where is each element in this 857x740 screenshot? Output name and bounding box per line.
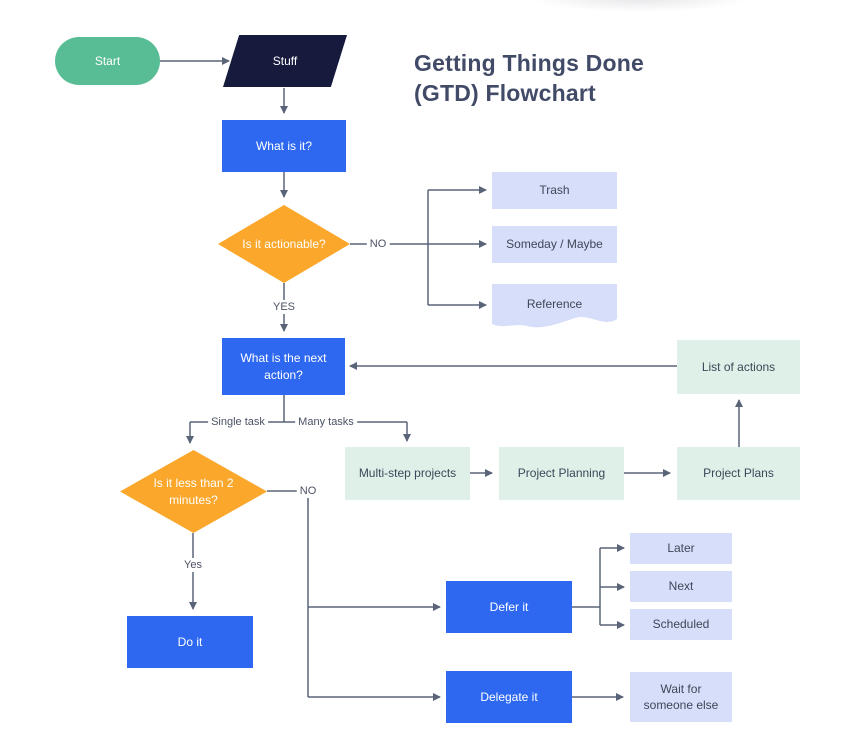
edge-label-yes-2min: Yes [181, 558, 205, 572]
node-defer-it[interactable]: Defer it [446, 581, 572, 633]
node-trash[interactable]: Trash [492, 172, 617, 209]
node-reference-label: Reference [526, 297, 583, 311]
node-project-planning[interactable]: Project Planning [499, 447, 624, 500]
node-what-next-action-label: What is the next action? [240, 351, 327, 382]
node-someday-maybe[interactable]: Someday / Maybe [492, 226, 617, 263]
node-wait-for-someone-else-label: Wait for someone else [643, 681, 719, 712]
edge-label-no-2min: NO [296, 484, 320, 498]
node-someday-maybe-label: Someday / Maybe [506, 237, 603, 252]
chart-title-line1: Getting Things Done [414, 50, 644, 76]
top-shadow-artifact [530, 0, 750, 12]
node-defer-it-label: Defer it [489, 599, 529, 614]
node-multi-step-projects[interactable]: Multi-step projects [345, 447, 470, 500]
node-stuff-label: Stuff [272, 53, 298, 68]
edge-label-yes-actionable: YES [269, 300, 299, 314]
node-project-planning-label: Project Planning [517, 466, 606, 481]
edge-label-single-task: Single task [208, 415, 268, 429]
node-is-it-actionable-label: Is it actionable? [242, 236, 326, 251]
node-trash-label: Trash [539, 183, 570, 198]
edge-label-no-actionable: NO [366, 237, 390, 251]
node-do-it[interactable]: Do it [127, 616, 253, 668]
node-later-label: Later [667, 541, 695, 556]
chart-title: Getting Things Done (GTD) Flowchart [414, 48, 644, 109]
node-do-it-label: Do it [177, 634, 203, 649]
node-reference[interactable]: Reference [492, 284, 617, 332]
node-scheduled-label: Scheduled [652, 617, 710, 632]
node-later[interactable]: Later [630, 533, 732, 564]
node-multi-step-projects-label: Multi-step projects [358, 466, 457, 481]
node-next[interactable]: Next [630, 571, 732, 602]
node-what-is-it[interactable]: What is it? [222, 120, 346, 172]
node-delegate-it-label: Delegate it [480, 689, 538, 704]
node-less-than-2-minutes-label: Is it less than 2 minutes? [153, 476, 234, 507]
chart-title-line2: (GTD) Flowchart [414, 80, 596, 107]
edge-label-many-tasks: Many tasks [295, 415, 357, 429]
node-start-label: Start [94, 53, 121, 68]
node-wait-for-someone-else[interactable]: Wait for someone else [630, 672, 732, 722]
node-project-plans[interactable]: Project Plans [677, 447, 800, 500]
node-list-of-actions-label: List of actions [701, 359, 776, 374]
node-list-of-actions[interactable]: List of actions [677, 340, 800, 394]
node-next-label: Next [668, 579, 694, 594]
node-stuff[interactable]: Stuff [223, 35, 347, 87]
node-scheduled[interactable]: Scheduled [630, 609, 732, 640]
node-what-is-it-label: What is it? [255, 138, 312, 153]
node-start[interactable]: Start [55, 37, 160, 85]
node-delegate-it[interactable]: Delegate it [446, 671, 572, 723]
node-project-plans-label: Project Plans [703, 466, 774, 481]
node-what-next-action[interactable]: What is the next action? [222, 338, 345, 395]
document-shape [492, 284, 617, 328]
